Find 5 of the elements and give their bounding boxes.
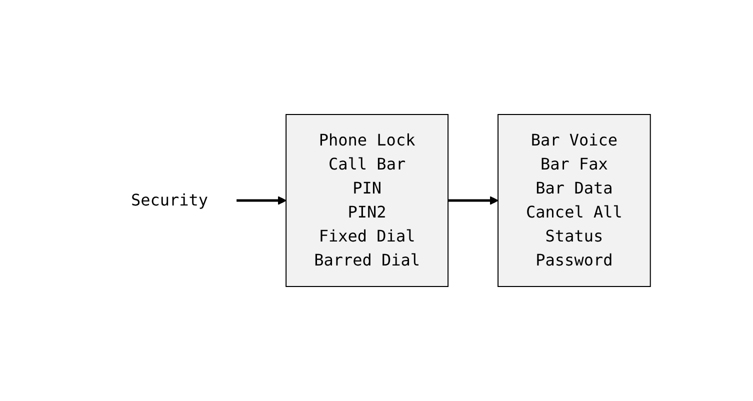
node-box: Bar Voice Bar Fax Bar Data Cancel All Status Password	[497, 114, 651, 287]
node-text: Security	[130, 190, 208, 210]
arrow	[236, 196, 286, 205]
arrow	[448, 196, 498, 205]
node-box: Phone Lock Call Bar PIN PIN2 Fixed Dial Barred Dial	[285, 114, 448, 287]
